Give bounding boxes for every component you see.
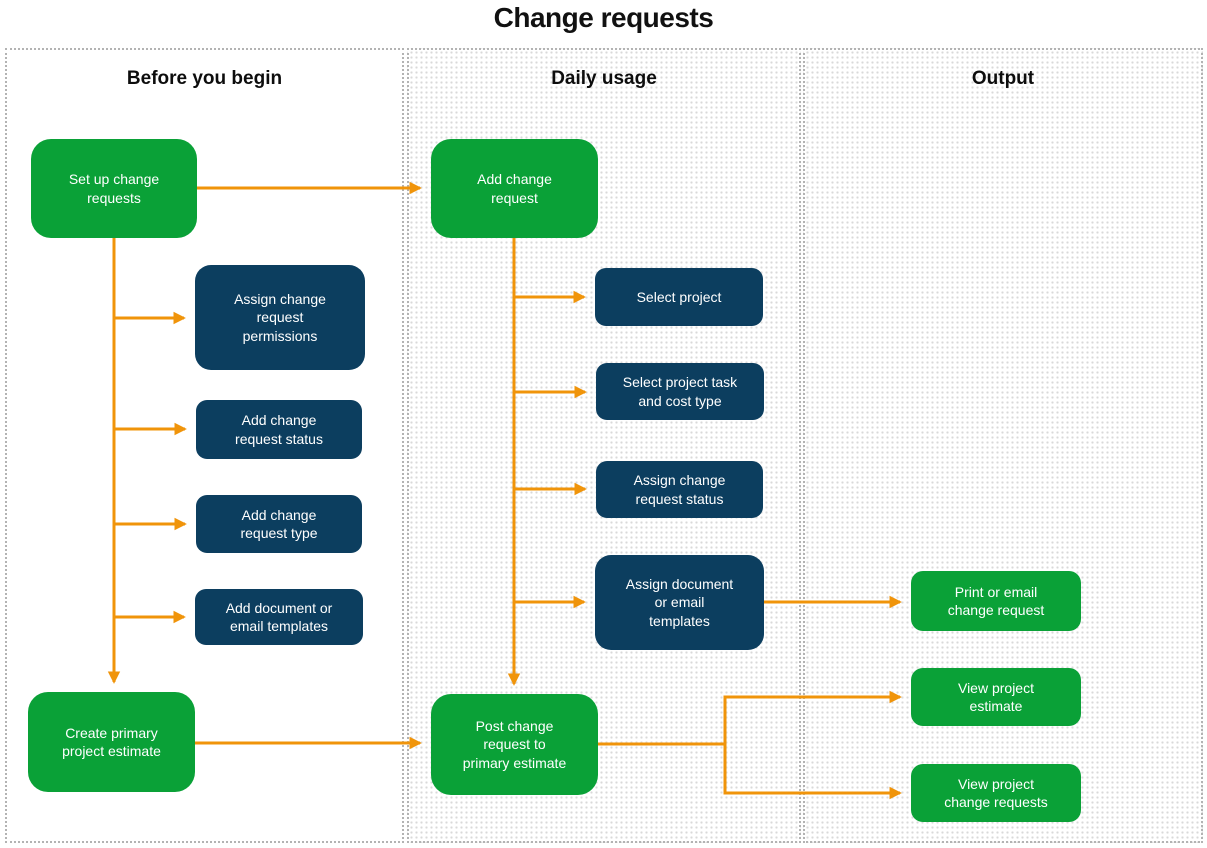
- node-label: Select project: [636, 288, 722, 305]
- node-label: Add change request: [477, 171, 552, 206]
- node-assign-document-or-email-templates: Assign document or email templates: [595, 555, 764, 650]
- node-label: Create primary project estimate: [62, 724, 161, 759]
- node-post-change-request-to-primary-estimate: Post change request to primary estimate: [431, 694, 598, 795]
- node-add-change-request-type: Add change request type: [196, 495, 362, 553]
- node-label: Add change request type: [240, 506, 318, 541]
- node-label: Assign change request status: [633, 472, 726, 507]
- node-view-project-estimate: View project estimate: [911, 668, 1081, 726]
- column-header-before-you-begin: Before you begin: [126, 68, 283, 89]
- node-assign-change-request-permissions: Assign change request permissions: [195, 265, 365, 370]
- node-label: Post change request to primary estimate: [462, 717, 567, 771]
- node-set-up-change-requests: Set up change requests: [31, 139, 197, 238]
- node-label: Assign document or email templates: [625, 575, 734, 629]
- node-label: Set up change requests: [68, 171, 160, 206]
- node-label: Print or email change request: [947, 583, 1045, 618]
- node-add-change-request: Add change request: [431, 139, 598, 238]
- node-label: Select project task and cost type: [622, 374, 738, 409]
- node-label: View project estimate: [957, 679, 1034, 714]
- node-label: Add change request status: [235, 412, 323, 447]
- node-add-document-or-email-templates: Add document or email templates: [195, 589, 363, 645]
- column-header-output: Output: [971, 68, 1035, 89]
- node-label: Assign change request permissions: [234, 290, 326, 344]
- node-add-change-request-status: Add change request status: [196, 400, 362, 459]
- node-view-project-change-requests: View project change requests: [911, 764, 1081, 822]
- node-create-primary-project-estimate: Create primary project estimate: [28, 692, 195, 792]
- node-print-or-email-change-request: Print or email change request: [911, 571, 1081, 631]
- node-select-project-task-and-cost-type: Select project task and cost type: [596, 363, 764, 420]
- node-assign-change-request-status: Assign change request status: [596, 461, 763, 518]
- node-label: View project change requests: [944, 775, 1048, 810]
- page-title: Change requests: [493, 2, 714, 33]
- column-header-daily-usage: Daily usage: [551, 68, 657, 89]
- node-select-project: Select project: [595, 268, 763, 326]
- node-label: Add document or email templates: [225, 599, 333, 634]
